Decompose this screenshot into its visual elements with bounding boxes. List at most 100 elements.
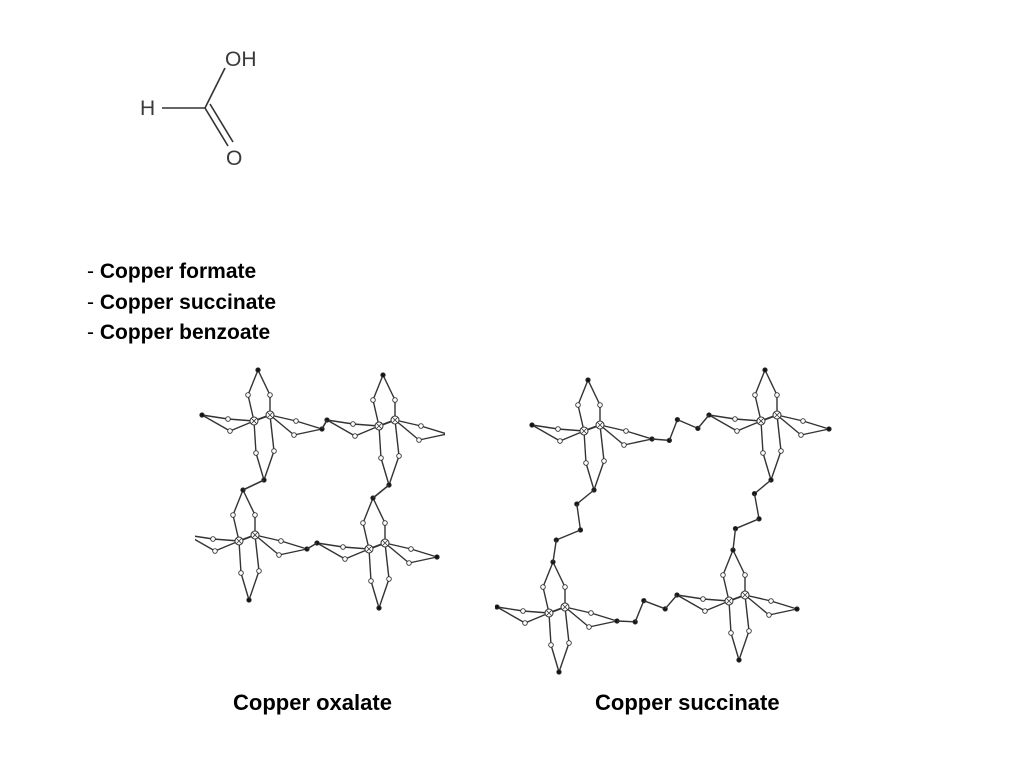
bond-line [542,561,554,588]
bond-line [326,419,354,425]
copper-atom-cross [561,603,569,611]
dark-atom [826,426,832,432]
dark-atom [255,367,261,373]
bond-line [410,548,438,558]
bond-line [326,419,356,437]
bond-line [496,606,524,612]
light-atom [621,442,627,448]
light-atom [522,620,528,626]
light-atom [408,546,414,552]
bond-line [583,430,587,464]
bond-line [593,460,605,491]
bond-line [408,556,438,564]
light-atom [520,608,526,614]
bond-line [316,542,346,560]
dark-atom [246,597,252,603]
bond-line [378,425,382,459]
paddlewheel-unit [199,367,325,483]
dark-atom [762,367,768,373]
bond-line [588,620,618,628]
light-atom [752,392,758,398]
light-atom [562,584,568,590]
bond-line [564,606,570,644]
bond-line [368,548,372,582]
bond-line [576,489,595,505]
bond-line [263,450,275,481]
bond-line [201,414,229,420]
light-atom [271,448,277,454]
bond-line [770,600,798,610]
bond-line [242,479,265,491]
light-atom [382,520,388,526]
light-atom [267,392,273,398]
light-atom [245,392,251,398]
bond-line [776,414,802,436]
dark-atom [199,412,205,418]
light-atom [742,572,748,578]
bond-line [558,642,570,673]
light-atom [766,612,772,618]
copper-atom-cross [391,416,399,424]
bond-line [753,493,760,519]
caption-copper-succinate: Copper succinate [595,690,780,715]
light-atom [396,453,402,459]
bond-line [550,644,560,673]
light-atom [340,544,346,550]
dark-atom [794,606,800,612]
bond-line [278,548,308,556]
bond-line [195,535,214,540]
light-atom [566,640,572,646]
bond-line [668,419,679,441]
copper-oxalate-framework [195,367,445,611]
bond-line [254,534,280,556]
bond-line [531,424,561,442]
bond-line [269,414,295,436]
bond-line [677,418,699,430]
bond-line [651,438,670,442]
light-atom [720,572,726,578]
light-atom [778,448,784,454]
bond-line [248,570,260,601]
copper-atom-cross [725,597,733,605]
paddlewheel-unit [495,559,620,675]
list-item: - Copper formate [87,260,257,283]
c-o-double-bond-a [204,107,229,147]
bond-line [676,594,706,612]
light-atom [623,428,629,434]
bond-line [255,452,265,481]
light-atom [291,432,297,438]
light-atom [597,402,603,408]
compound-name: Copper succinate [99,290,277,314]
light-atom [212,548,218,554]
light-atom [575,402,581,408]
bond-line [762,452,772,481]
copper-atom-cross [266,411,274,419]
copper-atom-cross [365,545,373,553]
light-atom [746,628,752,634]
bond-line [708,414,738,432]
light-atom [588,610,594,616]
bond-line [556,529,581,541]
bond-line [247,369,259,396]
bond-line [732,528,737,551]
light-atom [360,520,366,526]
light-atom [225,416,231,422]
compound-list: - Copper formate - Copper succinate - Co… [87,257,276,349]
c-o-double-bond-b [209,103,234,143]
bond-line [599,424,625,446]
bond-line [760,420,764,454]
light-atom [368,578,374,584]
light-atom [370,397,376,403]
bond-line [697,414,710,429]
light-atom [557,438,563,444]
bond-line [623,438,653,446]
formic-acid-structure: OH H O [130,40,270,180]
bond-line [564,606,590,628]
bond-line [738,630,750,661]
dark-atom [376,605,382,611]
copper-atom-cross [757,417,765,425]
bond-line [418,433,445,441]
light-atom [352,433,358,439]
light-atom [416,437,422,443]
bond-line [378,578,390,609]
